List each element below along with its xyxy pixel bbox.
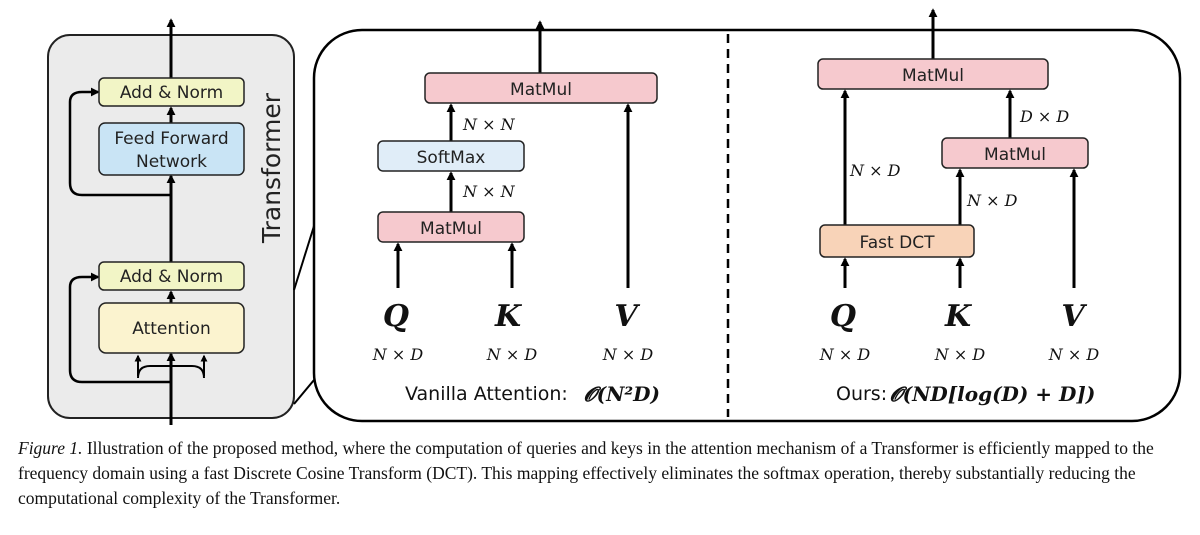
ours-edge-label-dd: D × D	[1019, 107, 1069, 126]
qkv-fork	[137, 365, 205, 379]
zoom-line-bottom	[293, 379, 315, 405]
attention-comparison-panel	[312, 28, 1182, 423]
vanilla-shape-q: N × D	[372, 345, 424, 364]
ours-matmul-mid-label: MatMul	[984, 145, 1046, 165]
residual-upper	[68, 87, 171, 197]
vanilla-matmul-top-label: MatMul	[510, 80, 572, 100]
ours-matmul-top-box	[817, 58, 1049, 90]
vanilla-matmul-bottom-box	[377, 211, 525, 243]
ours-edge-label-nd-right: N × D	[966, 191, 1018, 210]
bottom-add-norm-label: Add & Norm	[120, 267, 223, 287]
ours-attention-diagram: MatMul N × D D × D MatMul N × D Fast DCT…	[817, 8, 1100, 406]
bottom-add-norm-box	[98, 261, 245, 291]
vanilla-input-k: K	[494, 299, 523, 334]
vanilla-edge-label-upper: N × N	[462, 115, 516, 134]
attention-box	[98, 302, 245, 354]
vanilla-attention-diagram: MatMul N × N SoftMax N × N MatMul Q K V …	[372, 20, 660, 406]
method-diagram: Add & Norm Feed Forward Network Add & No…	[47, 8, 1182, 425]
figure-caption-label: Figure 1.	[18, 438, 83, 458]
vanilla-complexity: 𝓞(N²D)	[584, 382, 660, 406]
ours-input-q: Q	[830, 299, 856, 334]
ours-input-v: V	[1061, 299, 1087, 334]
top-add-norm-label: Add & Norm	[120, 83, 223, 103]
ours-complexity: 𝓞(ND[log(D) + D])	[890, 382, 1095, 406]
ours-matmul-mid-box	[941, 137, 1089, 169]
vanilla-softmax-label: SoftMax	[417, 148, 486, 168]
vanilla-matmul-bottom-label: MatMul	[420, 219, 482, 239]
vanilla-shape-v: N × D	[602, 345, 654, 364]
figure-caption: Figure 1. Illustration of the proposed m…	[18, 436, 1182, 511]
ours-shape-v: N × D	[1048, 345, 1100, 364]
ffn-label-line1: Feed Forward	[114, 129, 228, 149]
residual-lower	[68, 272, 171, 384]
figure-caption-text: Illustration of the proposed method, whe…	[18, 438, 1154, 508]
vanilla-matmul-top-box	[424, 72, 658, 104]
vanilla-input-v: V	[614, 299, 640, 334]
ours-caption: Ours:	[836, 383, 887, 405]
transformer-side-label: Transformer	[257, 92, 286, 244]
ours-shape-q: N × D	[819, 345, 871, 364]
ours-edge-label-nd-left: N × D	[849, 161, 901, 180]
vanilla-shape-k: N × D	[486, 345, 538, 364]
ffn-box	[98, 122, 245, 176]
vanilla-caption: Vanilla Attention:	[405, 383, 568, 405]
ours-input-k: K	[944, 299, 973, 334]
top-add-norm-box	[98, 77, 245, 107]
attention-label: Attention	[132, 319, 210, 339]
fast-dct-box	[819, 224, 975, 258]
transformer-panel: Add & Norm Feed Forward Network Add & No…	[47, 18, 295, 425]
fast-dct-label: Fast DCT	[860, 233, 936, 253]
ours-matmul-top-label: MatMul	[902, 66, 964, 86]
ours-shape-k: N × D	[934, 345, 986, 364]
zoom-line-top	[293, 225, 315, 291]
vanilla-edge-label-lower: N × N	[462, 182, 516, 201]
ffn-label-line2: Network	[136, 152, 207, 172]
vanilla-input-q: Q	[383, 299, 409, 334]
vanilla-softmax-box	[377, 140, 525, 172]
